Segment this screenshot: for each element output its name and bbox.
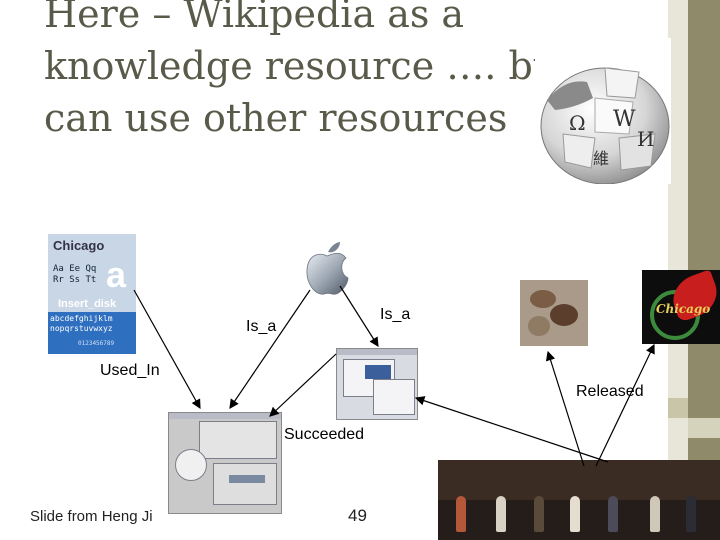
font-sample-disk-label: Insert_disk [58, 298, 117, 310]
logo-wordmark: Chicago [656, 302, 711, 316]
band-member-figure [534, 496, 544, 532]
accent-square [668, 398, 688, 418]
leaf-shape [530, 290, 556, 308]
clock-window [175, 449, 207, 481]
concert-photo [438, 460, 720, 540]
mac-os-x-screenshot [336, 348, 418, 420]
window-panel [229, 475, 265, 483]
edge-label-used-in: Used_In [100, 362, 160, 379]
wiki-glyph: W [613, 107, 636, 132]
page-number: 49 [348, 506, 367, 525]
edge-released-a [545, 350, 585, 467]
title-line: knowledge resource …. but [44, 44, 573, 88]
edge-label-is-a-right: Is_a [380, 306, 411, 323]
leaf-shape [550, 304, 578, 326]
edge-released-c [414, 396, 609, 463]
font-sample-letter: a [106, 254, 127, 295]
edge-succeeded [269, 353, 337, 417]
chicago-band-logo: Chicago [642, 270, 720, 344]
font-sample-blue-band [48, 312, 136, 354]
control-panel-window [199, 421, 277, 459]
font-name: Chicago [53, 238, 105, 253]
band-member-figure [608, 496, 618, 532]
edge-label-released: Released [576, 383, 644, 400]
wiki-glyph: 維 [593, 149, 609, 168]
accent-square [688, 418, 720, 438]
band-member-figure [570, 496, 580, 532]
band-member-figure [456, 496, 466, 532]
wiki-glyph: И [637, 127, 654, 151]
band-member-figure [686, 496, 696, 532]
font-sample-digits: 0123456789 [78, 340, 115, 347]
band-member-figure [650, 496, 660, 532]
edge-is-a-left [229, 289, 311, 409]
window [373, 379, 415, 415]
chicago-font-sample: Chicago Aa Ee Qq Rr Ss Tt a Insert_disk … [48, 234, 136, 354]
band-member-figure [496, 496, 506, 532]
wikipedia-globe-logo: Ω W И 維 [535, 38, 671, 184]
edge-used-in [133, 289, 201, 410]
menu-bar [169, 413, 281, 419]
stage-lights [438, 460, 720, 500]
window [213, 463, 277, 505]
apple-logo-icon [306, 242, 349, 295]
edge-label-succeeded: Succeeded [284, 426, 365, 443]
slide-credit: Slide from Heng Ji [30, 508, 153, 525]
classic-mac-os-screenshot [168, 412, 282, 514]
wiki-glyph: Ω [569, 111, 586, 135]
title-line: can use other resources [44, 96, 508, 140]
font-sample-lowercase: abcdefghijklm nopqrstuvwxyz [50, 314, 113, 333]
leaf-shape [528, 316, 550, 336]
menu-bar [337, 349, 417, 355]
title-line: Here – Wikipedia as a [44, 0, 465, 36]
album-cover-image [520, 280, 588, 346]
font-sample-pairs: Aa Ee Qq Rr Ss Tt [53, 264, 97, 285]
edge-label-is-a-left: Is_a [246, 318, 277, 335]
slide-title: Here – Wikipedia as a knowledge resource… [44, 0, 684, 144]
window-panel [365, 365, 391, 379]
edge-is-a-right [339, 285, 379, 348]
edge-released-b [595, 343, 655, 467]
